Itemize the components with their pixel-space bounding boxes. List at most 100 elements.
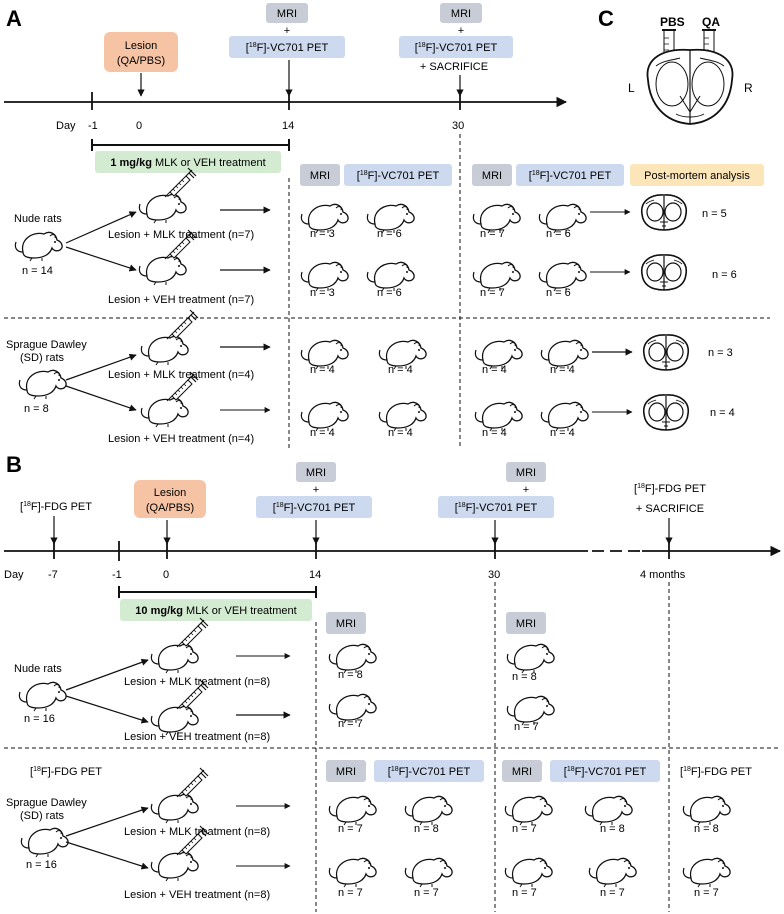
b-sd-veh-rat-c4 bbox=[588, 857, 637, 888]
b-nude-mri2-box bbox=[506, 612, 546, 634]
a-sd-mlk-count-4: n = 4 bbox=[550, 364, 575, 376]
tick-label-b-4m: 4 months bbox=[640, 569, 686, 581]
sacrifice-30: + SACRIFICE bbox=[420, 61, 488, 73]
b-nude-mri2: MRI bbox=[516, 618, 536, 630]
treatment-text-b: 10 mg/kg MLK or VEH treatment bbox=[135, 605, 296, 617]
b-nude-mlk-rat bbox=[150, 643, 199, 674]
tick-label-a-14: 14 bbox=[282, 120, 294, 132]
b-nude-rat bbox=[18, 681, 67, 712]
mri-b30: MRI bbox=[516, 467, 536, 479]
lesion-label-b: Lesion bbox=[154, 487, 186, 499]
a-nude-name: Nude rats bbox=[14, 213, 62, 225]
b-sd-rat bbox=[20, 827, 69, 858]
b-sd-veh-count-4: n = 7 bbox=[600, 887, 625, 899]
mri-30: MRI bbox=[451, 8, 471, 20]
panel-a-label: A bbox=[6, 6, 22, 31]
b-sd-mlk: Lesion + MLK treatment (n=8) bbox=[124, 826, 270, 838]
col-pet1-box bbox=[344, 164, 452, 186]
a-nude-veh: Lesion + VEH treatment (n=7) bbox=[108, 294, 254, 306]
a-nude-veh-brain-icon bbox=[640, 254, 688, 291]
b-sd-mlk-count-1: n = 7 bbox=[338, 823, 363, 835]
a-nude-veh-count-5: n = 6 bbox=[712, 269, 737, 281]
b-sd-mlk-rat-c1 bbox=[328, 795, 377, 826]
col-mri2-box bbox=[472, 164, 512, 186]
left-label: L bbox=[628, 81, 635, 95]
col-mri1: MRI bbox=[310, 170, 330, 182]
b-sd-veh-rat bbox=[150, 851, 199, 882]
a-sd-mlk-syringe-icon bbox=[166, 309, 199, 340]
a-sd-veh-brain-icon bbox=[642, 394, 690, 431]
a-nude-mlk-count-2: n = 6 bbox=[377, 228, 402, 240]
a-sd-mlk: Lesion + MLK treatment (n=4) bbox=[108, 369, 254, 381]
a-sd-n: n = 8 bbox=[24, 403, 49, 415]
b-sd-n: n = 16 bbox=[26, 859, 57, 871]
b-sd-veh-count-1: n = 7 bbox=[338, 887, 363, 899]
mri-box-b30 bbox=[506, 462, 546, 482]
coronal-brain-icon bbox=[646, 48, 734, 125]
plus-14: + bbox=[284, 25, 290, 37]
a-sd-veh-count-5: n = 4 bbox=[710, 407, 735, 419]
pet-14: [18F]-VC701 PET bbox=[246, 42, 329, 54]
pet-box-b30 bbox=[438, 496, 554, 518]
a-nude-mlk-count-3: n = 7 bbox=[480, 228, 505, 240]
fdg-end: [18F]-FDG PET bbox=[634, 483, 706, 495]
a-sd-veh-count-1: n = 4 bbox=[310, 427, 335, 439]
tick-label-b-0: 0 bbox=[163, 569, 169, 581]
b-sd-veh-count-5: n = 7 bbox=[694, 887, 719, 899]
b-sd-veh-rat-c3 bbox=[504, 857, 553, 888]
b-sd-veh-count-2: n = 7 bbox=[414, 887, 439, 899]
b-sd-veh-rat-c2 bbox=[404, 857, 453, 888]
sacrifice-end: + SACRIFICE bbox=[636, 503, 704, 515]
a-sd-mlk-count-5: n = 3 bbox=[708, 347, 733, 359]
a-nude-veh-count-1: n = 3 bbox=[310, 287, 335, 299]
panel-c-label: C bbox=[598, 6, 614, 31]
b-sd-veh: Lesion + VEH treatment (n=8) bbox=[124, 889, 270, 901]
a-nude-veh-rat bbox=[138, 255, 187, 286]
pet-b30: [18F]-VC701 PET bbox=[455, 502, 538, 514]
b-sd-pet1: [18F]-VC701 PET bbox=[388, 766, 471, 778]
a-sd-mlk-count-2: n = 4 bbox=[388, 364, 413, 376]
a-nude-mlk-count-1: n = 3 bbox=[310, 228, 335, 240]
b-sd-mlk-count-2: n = 8 bbox=[414, 823, 439, 835]
b-nude-mlk-count-1: n = 8 bbox=[338, 669, 363, 681]
b-sd-pet2: [18F]-VC701 PET bbox=[564, 766, 647, 778]
day-label-b: Day bbox=[4, 569, 24, 581]
tick-label-b-m7: -7 bbox=[48, 569, 58, 581]
tick-label-b-30: 30 bbox=[488, 569, 500, 581]
b-nude-mlk: Lesion + MLK treatment (n=8) bbox=[124, 676, 270, 688]
b-nude-branch-down bbox=[65, 695, 149, 724]
b-sd-mlk-rat bbox=[150, 793, 199, 824]
b-nude-n: n = 16 bbox=[24, 713, 55, 725]
a-sd-name1: Sprague Dawley bbox=[6, 339, 87, 351]
a-sd-rat bbox=[18, 369, 67, 400]
a-nude-veh-count-4: n = 6 bbox=[546, 287, 571, 299]
a-sd-veh: Lesion + VEH treatment (n=4) bbox=[108, 433, 254, 445]
b-nude-veh-count-2: n = 7 bbox=[514, 721, 539, 733]
pet-30: [18F]-VC701 PET bbox=[415, 42, 498, 54]
b-sd-branch-down bbox=[65, 841, 149, 870]
a-sd-branch-up bbox=[65, 353, 137, 381]
b-sd-mlk-count-5: n = 8 bbox=[694, 823, 719, 835]
tick-label-b-14: 14 bbox=[309, 569, 321, 581]
a-sd-veh-rat bbox=[140, 397, 189, 428]
b-sd-veh-count-3: n = 7 bbox=[512, 887, 537, 899]
a-sd-veh-count-3: n = 4 bbox=[482, 427, 507, 439]
b-sd-col-fdg: [18F]-FDG PET bbox=[680, 766, 752, 778]
b-sd-mlk-count-3: n = 7 bbox=[512, 823, 537, 835]
b-sd-mlk-rat-c3 bbox=[504, 795, 553, 826]
col-pet2-box bbox=[516, 164, 624, 186]
a-nude-mlk: Lesion + MLK treatment (n=7) bbox=[108, 229, 254, 241]
b-nude-mri1: MRI bbox=[336, 618, 356, 630]
mri-box-b14 bbox=[296, 462, 336, 482]
b-sd-mri2: MRI bbox=[512, 766, 532, 778]
b-nude-mlk-syringe-icon bbox=[176, 617, 209, 648]
plus-b30: + bbox=[523, 484, 529, 496]
b-nude-mri1-box bbox=[326, 612, 366, 634]
pet-b14: [18F]-VC701 PET bbox=[273, 502, 356, 514]
pet-box-30 bbox=[399, 36, 513, 58]
a-nude-veh-count-2: n = 6 bbox=[377, 287, 402, 299]
b-sd-pet2-box bbox=[550, 760, 660, 782]
a-nude-n: n = 14 bbox=[22, 265, 53, 277]
plus-b14: + bbox=[313, 484, 319, 496]
